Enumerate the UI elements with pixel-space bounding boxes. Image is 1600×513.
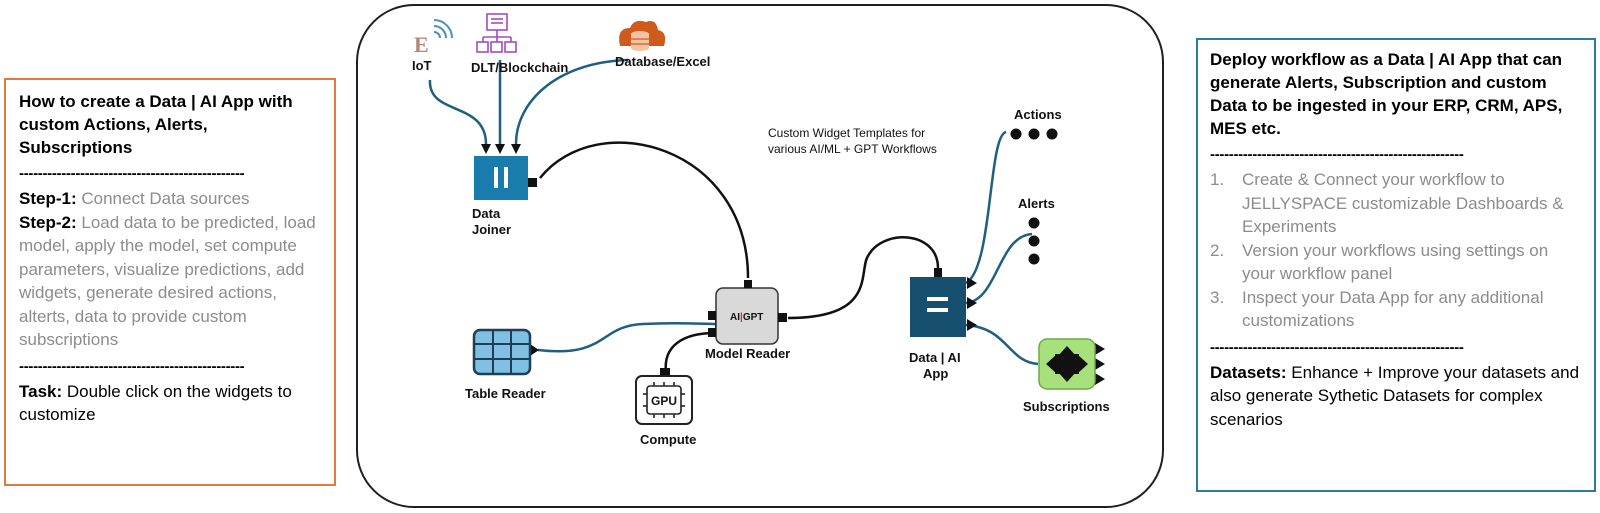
gpu-compute-node[interactable]: GPU (635, 368, 693, 425)
move-arrows-icon (1046, 346, 1088, 382)
subscriptions-node[interactable] (1038, 338, 1096, 390)
arrowhead-dlt (495, 144, 505, 154)
actions-output-ports[interactable] (1010, 128, 1058, 140)
data-ai-app-label-line1: Data | AI (909, 350, 961, 365)
right-deploy-panel: Deploy workflow as a Data | AI App that … (1196, 38, 1596, 492)
iot-source-icon[interactable]: E (414, 19, 453, 57)
arrowhead-subscriptions-3 (1095, 373, 1105, 385)
alerts-label: Alerts (1018, 196, 1055, 211)
connector-iot-joiner (428, 79, 488, 145)
actions-label: Actions (1014, 107, 1062, 122)
left-separator-2: ----------------------------------------… (19, 357, 245, 375)
table-reader-label: Table Reader (465, 386, 546, 401)
iot-label: IoT (412, 58, 432, 73)
wireless-icon (433, 19, 453, 39)
left-separator-1: ----------------------------------------… (19, 165, 245, 182)
subscriptions-label: Subscriptions (1023, 399, 1110, 414)
workflow-diagram: E IoT DLT/Blockchain (412, 13, 1110, 447)
connector-db-joiner (514, 58, 629, 145)
model-reader-node[interactable]: AI|GPT (708, 280, 787, 345)
model-reader-label: Model Reader (705, 346, 790, 361)
deploy-step-2: 2.Version your workflows using settings … (1210, 240, 1549, 284)
dlt-label: DLT/Blockchain (471, 60, 568, 75)
arrowhead-iot (481, 144, 491, 154)
connector-app-actions (965, 130, 1007, 285)
connector-compute-model (664, 331, 716, 373)
workflow-canvas: E IoT DLT/Blockchain (356, 4, 1164, 508)
data-joiner-label-line1: Data (472, 206, 501, 221)
datasets-key: Datasets: (1210, 362, 1287, 382)
task-description: Double click on the widgets to customize (19, 381, 292, 425)
right-separator-1: ----------------------------------------… (1210, 146, 1464, 163)
arrowhead-subscriptions-2 (1095, 358, 1105, 370)
widget-templates-note-line2: various AI/ML + GPT Workflows (768, 142, 937, 156)
step-1-description: Connect Data sources (81, 189, 250, 208)
gpu-text: GPU (651, 394, 677, 408)
arrowhead-db (511, 144, 521, 154)
connector-app-subscriptions (965, 323, 1039, 366)
right-panel-title: Deploy workflow as a Data | AI App that … (1210, 50, 1563, 138)
connector-table-model (537, 321, 719, 353)
compute-label: Compute (640, 432, 696, 447)
blockchain-hierarchy-icon[interactable] (476, 13, 517, 53)
table-reader-node[interactable] (472, 328, 532, 376)
left-panel-title: How to create a Data | AI App with custo… (19, 92, 293, 157)
database-label: Database/Excel (615, 54, 710, 69)
widget-templates-note-line1: Custom Widget Templates for (768, 126, 925, 140)
gpu-chip-icon (643, 382, 685, 418)
step-2-description: Load data to be predicted, load model, a… (19, 212, 316, 350)
step-2-text: Step-2: Load data to be predicted, load … (19, 211, 322, 352)
deploy-step-3: 3.Inspect your Data App for any addition… (1210, 287, 1544, 331)
right-separator-2: ----------------------------------------… (1210, 338, 1464, 356)
ai-gpt-badge: AI|GPT (730, 312, 763, 323)
alerts-output-ports[interactable] (1028, 217, 1040, 265)
connector-model-app (787, 236, 940, 320)
step-1-text: Step-1: Connect Data sources (19, 187, 322, 211)
task-key: Task: (19, 381, 63, 401)
datasets-description: Enhance + Improve your datasets and also… (1210, 362, 1580, 429)
connector-joiner-model (539, 141, 750, 279)
data-ai-app-node[interactable] (910, 268, 966, 337)
deploy-step-1: 1.Create & Connect your workflow to JELL… (1210, 170, 1564, 236)
arrowhead-table-out (530, 344, 539, 356)
arrowhead-subscriptions-1 (1095, 343, 1105, 355)
step-1-key: Step-1: (19, 189, 77, 208)
arrowhead-app-actions (967, 277, 977, 289)
task-text: Task: Double click on the widgets to cus… (19, 380, 322, 427)
database-cloud-icon[interactable] (619, 20, 666, 51)
arrowhead-app-alerts (967, 297, 977, 309)
data-ai-app-label-line2: App (923, 366, 948, 381)
data-joiner-label-line2: Joiner (472, 222, 511, 237)
datasets-text: Datasets: Enhance + Improve your dataset… (1210, 361, 1584, 432)
data-joiner-node[interactable] (474, 156, 537, 200)
iot-letter-icon: E (414, 32, 429, 57)
arrowhead-app-subscriptions (967, 319, 977, 331)
deploy-steps-list: 1.Create & Connect your workflow to JELL… (1210, 168, 1584, 333)
connector-app-alerts (965, 232, 1033, 305)
step-2-key: Step-2: (19, 212, 77, 232)
left-instructions-panel: How to create a Data | AI App with custo… (4, 78, 336, 486)
